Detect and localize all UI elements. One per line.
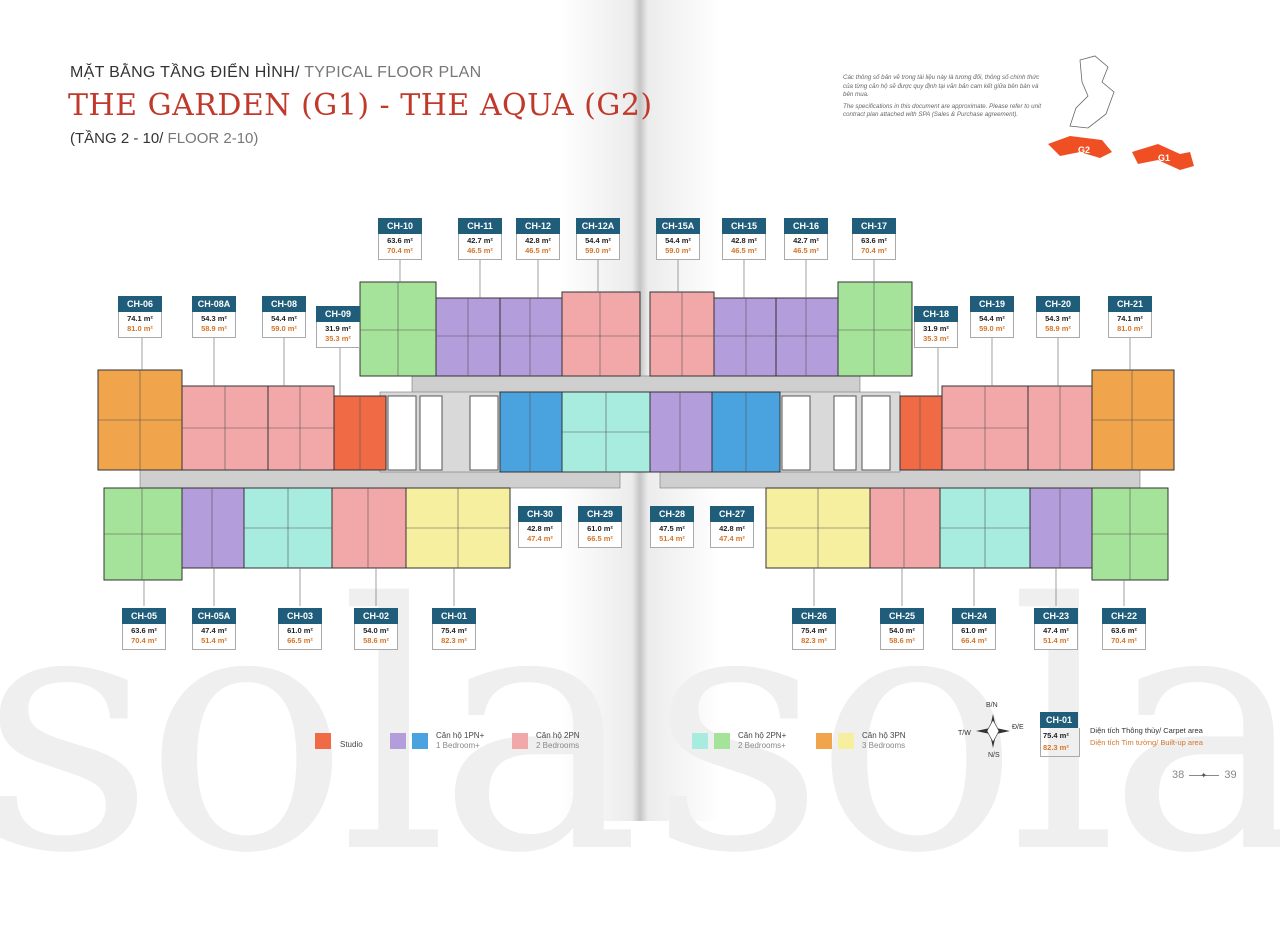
compass: B/N N/S Đ/E T/W	[958, 700, 1028, 762]
unit-ch-05a	[181, 487, 245, 569]
unit-ch-25	[869, 487, 941, 569]
legend-1br: Căn hộ 1PN+1 Bedroom+	[436, 731, 485, 750]
compass-south: N/S	[988, 752, 1000, 759]
disclaimer-vi: Các thông số bản vẽ trong tài liệu này l…	[843, 74, 1040, 98]
unit-ch-16	[775, 297, 839, 377]
legend-swatch-2brp-green	[714, 733, 730, 749]
legend-swatch-1br-blue	[412, 733, 428, 749]
legend-studio: Studio	[340, 740, 363, 749]
example-builtup: 82.3 m²	[1043, 743, 1069, 752]
unit-ch-30	[499, 391, 563, 473]
page-number-right: 39	[1224, 769, 1237, 781]
legend-2brp: Căn hộ 2PN+2 Bedrooms+	[738, 731, 787, 750]
site-building-g1	[1132, 144, 1194, 170]
lift-core-left	[419, 395, 443, 471]
unit-ch-02	[331, 487, 407, 569]
unit-ch-12	[499, 297, 563, 377]
unit-ch-28	[649, 391, 713, 473]
stair-core-left	[387, 395, 417, 471]
unit-ch-12a	[561, 291, 641, 377]
disclaimer-en: The specifications in this document are …	[843, 102, 1042, 119]
site-label-g2: G2	[1078, 145, 1090, 155]
lift-core-left-2	[469, 395, 499, 471]
site-building-g2	[1048, 136, 1112, 158]
legend-swatch-3br-orange	[816, 733, 832, 749]
builtup-area-label: Diện tích Tim tường/ Built-up area	[1090, 738, 1203, 747]
area-legend-example: CH-01 75.4 m² 82.3 m² Diện tích Thông th…	[1040, 712, 1203, 757]
legend-swatch-studio	[315, 733, 331, 749]
compass-east: Đ/E	[1012, 724, 1024, 731]
site-key-plan: G2 G1	[1048, 55, 1194, 170]
interior-partitions	[98, 282, 1174, 580]
disclaimer-note: Các thông số bản vẽ trong tài liệu này l…	[843, 74, 1043, 123]
unit-ch-15	[713, 297, 777, 377]
compass-west: T/W	[958, 730, 971, 737]
brochure-spread: sola sola MẶT BẰNG TẦNG ĐIỂN HÌNH/ TYPIC…	[0, 0, 1280, 900]
floor-plan	[97, 260, 1175, 606]
legend-swatch-3br-yellow	[838, 733, 854, 749]
carpet-area-label: Diện tích Thông thủy/ Carpet area	[1090, 726, 1203, 735]
floor-range: (TẦNG 2 - 10/ FLOOR 2-10)	[70, 130, 259, 147]
unit-ch-18	[899, 395, 943, 471]
compass-north: B/N	[986, 702, 998, 709]
site-label-g1: G1	[1158, 153, 1170, 163]
leader-lines	[141, 260, 1131, 606]
example-carpet: 75.4 m²	[1043, 731, 1069, 740]
stair-core-right	[861, 395, 891, 471]
page-number-left: 38	[1172, 769, 1185, 781]
unit-ch-17	[837, 281, 913, 377]
subtitle-typical-floor-plan: MẶT BẰNG TẦNG ĐIỂN HÌNH/ TYPICAL FLOOR P…	[70, 64, 482, 81]
legend-swatch-1br-purple	[390, 733, 406, 749]
page-numbers: 38 ✦ 39	[1172, 769, 1242, 781]
example-unit-id: CH-01	[1040, 712, 1078, 728]
site-outline	[1069, 55, 1115, 129]
legend-swatch-2brp-cyan	[692, 733, 708, 749]
compass-rose-icon	[976, 714, 1010, 748]
page-title: THE GARDEN (G1) - THE AQUA (G2)	[68, 88, 653, 123]
lift-core-right	[833, 395, 857, 471]
unit-ch-23	[1029, 487, 1093, 569]
cores	[387, 395, 891, 471]
page-separator-icon: ✦	[1189, 771, 1220, 780]
legend-swatch-2br	[512, 733, 528, 749]
lift-core-right-2	[781, 395, 811, 471]
